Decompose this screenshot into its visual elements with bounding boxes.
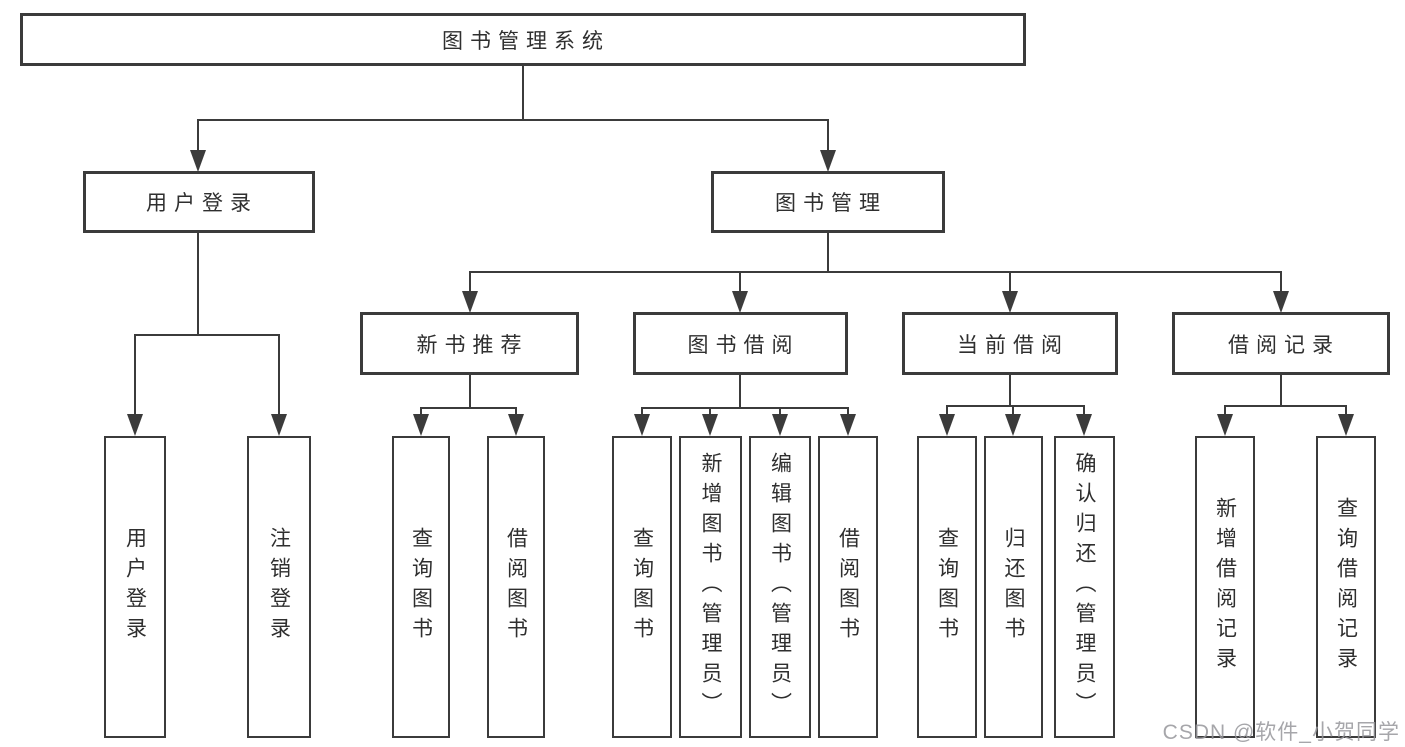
connector-line [134, 334, 280, 336]
leaf-confirm-return-admin: 确认归还（管理员） [1054, 436, 1115, 738]
node-root-label: 图书管理系统 [442, 29, 610, 53]
leaf-return-book: 归还图书 [984, 436, 1043, 738]
connector-line [1345, 405, 1347, 417]
arrowhead-down-icon [271, 414, 287, 436]
connector-line [420, 407, 422, 417]
connector-line [515, 407, 517, 417]
arrowhead-down-icon [1273, 291, 1289, 313]
connector-line [469, 271, 1282, 273]
csdn-watermark: CSDN @软件_小贺同学 [1162, 721, 1400, 744]
leaf-edit-book-admin: 编辑图书（管理员） [749, 436, 811, 738]
connector-line [827, 119, 829, 153]
leaf-add-book-admin-label: 新增图书（管理员） [699, 452, 722, 722]
node-book-management: 图书管理 [711, 171, 945, 233]
arrowhead-down-icon [1005, 414, 1021, 436]
arrowhead-down-icon [508, 414, 524, 436]
node-new-book-recommend-label: 新书推荐 [416, 333, 529, 357]
leaf-logout-label: 注销登录 [267, 527, 291, 647]
connector-line [1280, 375, 1282, 407]
connector-line [522, 66, 524, 121]
leaf-edit-book-admin-label: 编辑图书（管理员） [768, 452, 792, 722]
node-user-login-label: 用户登录 [146, 192, 258, 215]
connector-line [946, 405, 1085, 407]
arrowhead-down-icon [840, 414, 856, 436]
connector-line [1012, 405, 1014, 417]
connector-line [847, 407, 849, 417]
arrowhead-down-icon [462, 291, 478, 313]
node-book-borrow-label: 图书借阅 [687, 333, 800, 357]
connector-line [827, 233, 829, 273]
arrowhead-down-icon [1076, 414, 1092, 436]
connector-line [1224, 405, 1347, 407]
leaf-return-book-label: 归还图书 [1002, 527, 1025, 647]
leaf-confirm-return-admin-label: 确认归还（管理员） [1073, 452, 1096, 722]
connector-line [134, 334, 136, 416]
leaf-add-borrow-record-label: 新增借阅记录 [1213, 497, 1237, 677]
connector-line [739, 375, 741, 409]
connector-line [1083, 405, 1085, 417]
connector-line [420, 407, 517, 409]
leaf-add-book-admin: 新增图书（管理员） [679, 436, 742, 738]
leaf-user-login: 用户登录 [104, 436, 166, 738]
leaf-borrow-query-book-label: 查询图书 [630, 527, 654, 647]
connector-line [197, 233, 199, 336]
node-borrow-records: 借阅记录 [1172, 312, 1390, 375]
connector-line [469, 375, 471, 409]
arrowhead-down-icon [1217, 414, 1233, 436]
node-user-login: 用户登录 [83, 171, 315, 233]
node-root: 图书管理系统 [20, 13, 1026, 66]
leaf-query-borrow-record: 查询借阅记录 [1316, 436, 1376, 738]
leaf-query-borrow-record-label: 查询借阅记录 [1334, 497, 1358, 677]
connector-line [709, 407, 711, 417]
connector-line [197, 119, 829, 121]
node-borrow-records-label: 借阅记录 [1228, 333, 1340, 357]
arrowhead-down-icon [634, 414, 650, 436]
arrowhead-down-icon [702, 414, 718, 436]
connector-line [739, 271, 741, 293]
connector-line [641, 407, 849, 409]
node-book-borrow: 图书借阅 [633, 312, 848, 375]
arrowhead-down-icon [939, 414, 955, 436]
leaf-current-query-book: 查询图书 [917, 436, 977, 738]
leaf-borrow-query-book: 查询图书 [612, 436, 672, 738]
node-new-book-recommend: 新书推荐 [360, 312, 579, 375]
connector-line [779, 407, 781, 417]
connector-line [946, 405, 948, 417]
leaf-recommend-borrow-book: 借阅图书 [487, 436, 545, 738]
connector-line [1009, 375, 1011, 407]
leaf-recommend-query-book-label: 查询图书 [409, 527, 433, 647]
connector-line [1224, 405, 1226, 417]
leaf-borrow-book: 借阅图书 [818, 436, 878, 738]
arrowhead-down-icon [732, 291, 748, 313]
leaf-add-borrow-record: 新增借阅记录 [1195, 436, 1255, 738]
arrowhead-down-icon [820, 150, 836, 172]
connector-line [1280, 271, 1282, 293]
arrowhead-down-icon [772, 414, 788, 436]
connector-line [197, 119, 199, 153]
node-current-borrow-label: 当前借阅 [957, 333, 1069, 357]
leaf-current-query-book-label: 查询图书 [935, 527, 959, 647]
node-current-borrow: 当前借阅 [902, 312, 1118, 375]
arrowhead-down-icon [190, 150, 206, 172]
leaf-logout: 注销登录 [247, 436, 311, 738]
arrowhead-down-icon [1002, 291, 1018, 313]
connector-line [278, 334, 280, 416]
leaf-borrow-book-label: 借阅图书 [836, 527, 860, 647]
leaf-user-login-label: 用户登录 [123, 527, 147, 647]
arrowhead-down-icon [1338, 414, 1354, 436]
connector-line [469, 271, 471, 293]
arrowhead-down-icon [127, 414, 143, 436]
leaf-recommend-query-book: 查询图书 [392, 436, 450, 738]
connector-line [1009, 271, 1011, 293]
arrowhead-down-icon [413, 414, 429, 436]
node-book-management-label: 图书管理 [775, 192, 887, 215]
connector-line [641, 407, 643, 417]
leaf-recommend-borrow-book-label: 借阅图书 [504, 527, 528, 647]
